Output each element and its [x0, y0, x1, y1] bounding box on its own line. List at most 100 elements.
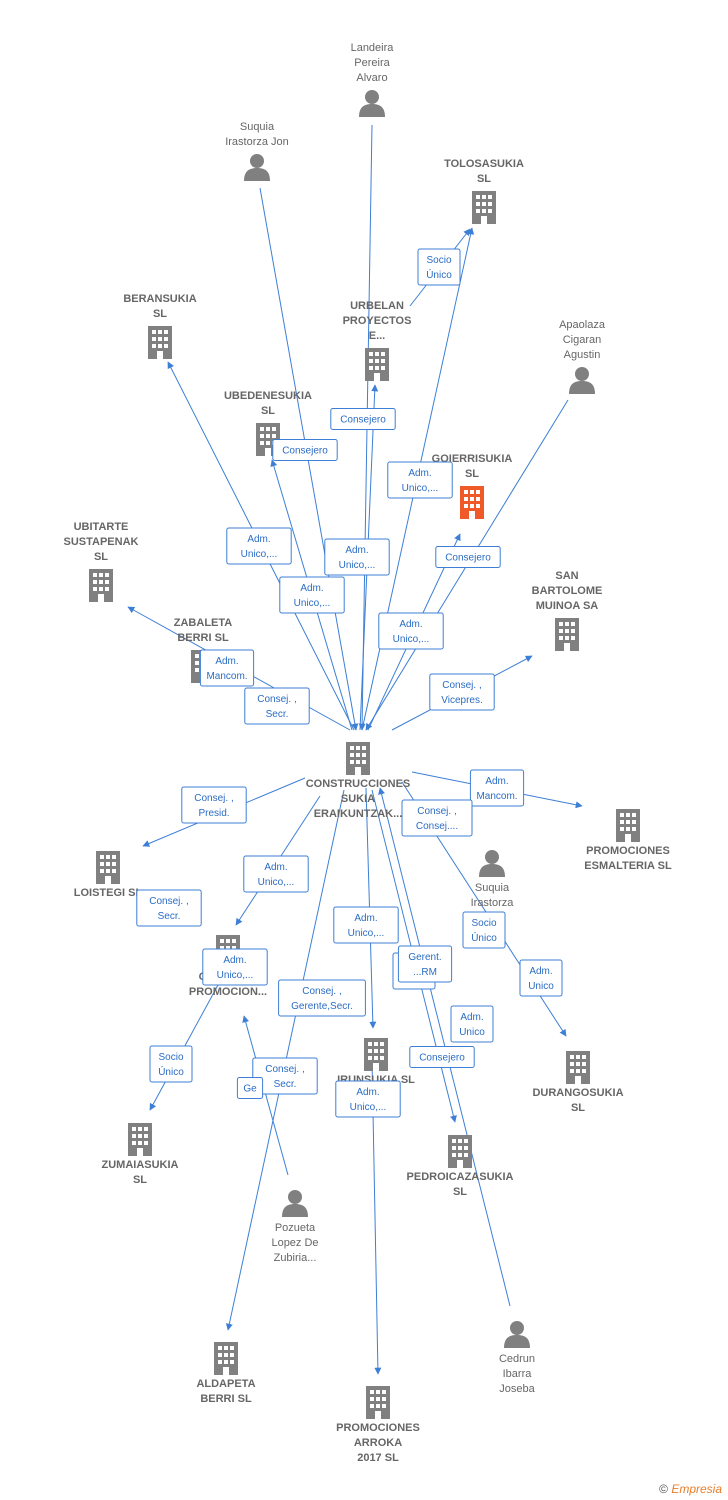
node-label: ALDAPETA — [196, 1378, 255, 1390]
badge-text: Unico,... — [339, 560, 376, 571]
node-label: SL — [261, 405, 275, 417]
brand-logo[interactable]: Empresia — [671, 1482, 722, 1496]
node-label: ERAIKUNTZAK... — [314, 808, 403, 820]
badge-text: Unico,... — [241, 549, 278, 560]
badge-text: Consejero — [419, 1053, 465, 1064]
relation-badge[interactable]: Adm.Unico,... — [202, 948, 268, 986]
relation-badge[interactable]: Adm.Unico,... — [243, 855, 309, 893]
node-ubedenesukia[interactable]: UBEDENESUKIA SL — [224, 390, 312, 456]
badge-box — [450, 1005, 494, 1043]
badge-text: Secr. — [266, 709, 289, 720]
relation-badge[interactable]: Consej. ,Presid. — [181, 786, 247, 824]
relation-badge[interactable]: Adm.Unico,... — [279, 576, 345, 614]
relation-badge[interactable]: Adm. Unico — [519, 959, 563, 997]
node-label: Cedrun — [499, 1353, 535, 1365]
badge-box — [272, 439, 338, 461]
badge-text: Gerente,Secr. — [291, 1001, 353, 1012]
node-suquia_2[interactable]: SuquiaIrastorzar — [471, 850, 515, 924]
badge-box — [387, 461, 453, 499]
relation-badge[interactable]: Consej. ,Secr. — [136, 889, 202, 927]
relation-badge[interactable]: Adm.Unico,... — [335, 1080, 401, 1118]
node-urbelan[interactable]: URBELANPROYECTOSE... — [343, 300, 412, 381]
badge-text: Unico,... — [350, 1102, 387, 1113]
badge-text: Unico — [528, 981, 554, 992]
badge-text: Adm. — [485, 776, 508, 787]
node-label: PROMOCIONES — [586, 845, 670, 857]
node-construcciones[interactable]: CONSTRUCCIONESSUKIAERAIKUNTZAK... — [306, 742, 411, 820]
badge-box — [199, 649, 255, 687]
node-label: Pozueta — [275, 1222, 316, 1234]
node-label: Landeira — [351, 42, 395, 54]
badge-text: Gerent. — [408, 952, 441, 963]
relation-badge[interactable]: Adm.Mancom. — [199, 649, 255, 687]
node-label: Suquia — [475, 882, 510, 894]
relation-badge[interactable]: Consej. ,Consej.... — [401, 799, 473, 837]
relation-badge[interactable]: Adm. Unico,... — [378, 612, 444, 650]
badge-text: Consejero — [445, 553, 491, 564]
badge-box — [519, 959, 563, 997]
node-label: Ibarra — [503, 1368, 533, 1380]
person-icon — [244, 154, 270, 181]
edge-pozueta-construcciones — [242, 1015, 289, 1176]
footer-brand: © Empresia — [659, 1482, 722, 1496]
relation-badge[interactable]: Adm.Mancom. — [469, 769, 525, 807]
badge-text: Consejero — [282, 446, 328, 457]
badge-text: Adm. — [529, 966, 552, 977]
relation-badge[interactable]: Consejero — [272, 439, 338, 461]
relation-badge[interactable]: Adm.Unico,... — [324, 538, 390, 576]
badge-text: Consej.... — [416, 821, 458, 832]
node-label: 2017 SL — [357, 1452, 399, 1464]
relation-badge[interactable]: Consej. ,Secr. — [252, 1057, 318, 1095]
badge-box — [136, 889, 202, 927]
badge-box — [244, 687, 310, 725]
badge-box — [378, 612, 444, 650]
building-icon — [214, 1342, 238, 1375]
relation-badge[interactable]: Ge — [236, 1077, 264, 1099]
relation-badge[interactable]: Consejero — [435, 546, 501, 568]
relation-badge[interactable]: Consej. ,Vicepres. — [429, 673, 495, 711]
relation-badge[interactable]: Adm.Unico,... — [333, 906, 399, 944]
relation-badge[interactable]: Adm.Unico,... — [226, 527, 292, 565]
node-label: PROMOCION... — [189, 986, 267, 998]
person-icon — [504, 1321, 530, 1348]
relation-badge[interactable]: Consej. ,Gerente,Secr. — [278, 979, 366, 1017]
node-label: UBEDENESUKIA — [224, 390, 312, 402]
badge-text: Socio — [471, 918, 496, 929]
relation-badge[interactable]: Consejero — [409, 1046, 475, 1068]
badge-box — [417, 248, 461, 286]
relation-badge[interactable]: Gerent....RM — [397, 945, 453, 983]
relation-badge[interactable]: Adm.Unico — [450, 1005, 494, 1043]
person-icon — [569, 367, 595, 394]
badge-box — [279, 576, 345, 614]
badge-box — [278, 979, 366, 1017]
relation-badge[interactable]: Consejero — [330, 408, 396, 430]
badge-text: Adm. — [399, 619, 422, 630]
badge-text: Unico,... — [393, 634, 430, 645]
relation-badge[interactable]: Adm.Unico,... — [387, 461, 453, 499]
relation-badge[interactable]: Consej. ,Secr. — [244, 687, 310, 725]
node-irunsukia[interactable]: IRUNSUKIA SL — [337, 1038, 415, 1086]
node-loistegi[interactable]: LOISTEGI SL — [74, 851, 143, 899]
badge-box — [397, 945, 453, 983]
badge-text: Único — [471, 931, 497, 944]
badge-box — [324, 538, 390, 576]
